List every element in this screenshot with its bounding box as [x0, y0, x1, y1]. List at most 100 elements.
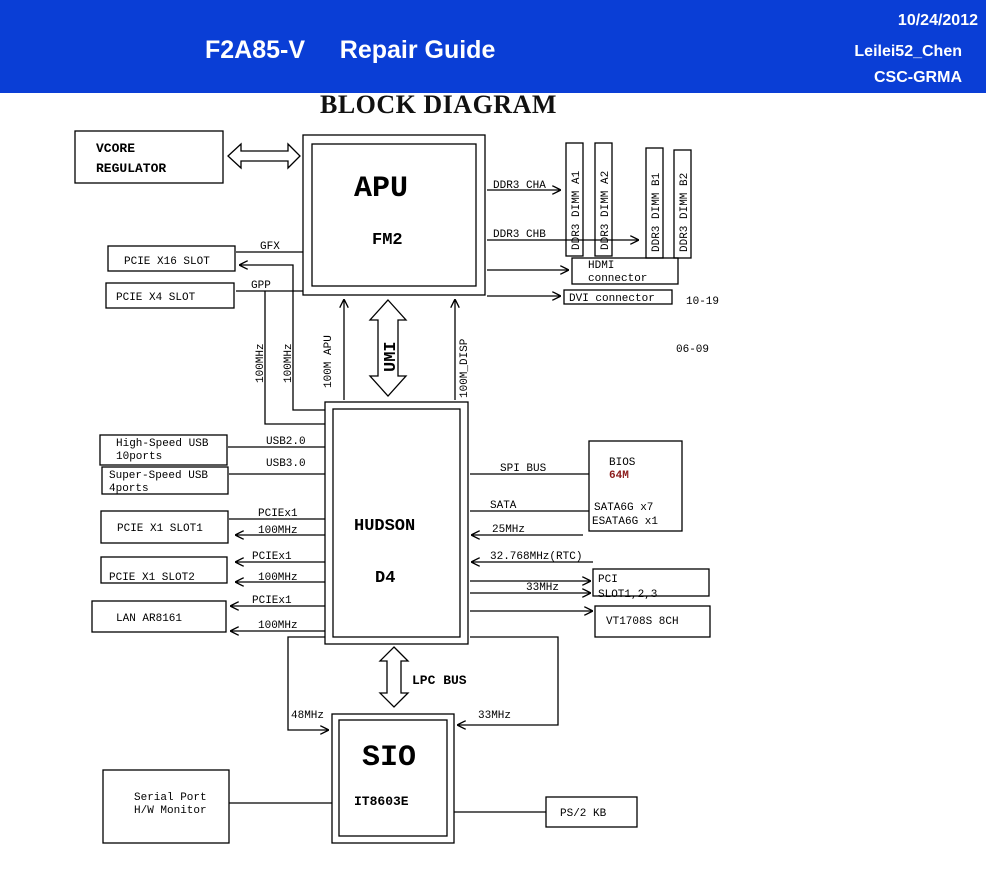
clk-100b-line — [240, 265, 325, 411]
pcie-x16-box — [107, 245, 236, 272]
clk-100a-label: 100MHz — [255, 343, 267, 383]
hs-usb-label-1: High-Speed USB — [116, 438, 209, 450]
serial-label-2: H/W Monitor — [134, 805, 207, 817]
mhz100-c-label: 100MHz — [258, 620, 298, 632]
hs-usb-box — [99, 434, 228, 466]
header-author: Leilei52_Chen — [854, 43, 962, 60]
vcore-regulator-box — [74, 130, 224, 184]
diagram-title: BLOCK DIAGRAM — [320, 90, 557, 119]
dimm-b1 — [645, 147, 664, 259]
sio-sub-label: IT8603E — [354, 794, 409, 809]
lpc-label: LPC BUS — [412, 673, 467, 688]
pcie-x4-box — [105, 282, 235, 309]
serial-box — [102, 769, 230, 844]
mhz100-a-label: 100MHz — [258, 525, 298, 537]
bios-label: BIOS — [609, 457, 636, 469]
pcie-x1-slot2-box — [100, 556, 228, 584]
sio-outer-box — [331, 713, 455, 844]
dimm-b1-label: DDR3 DIMM B1 — [651, 172, 663, 252]
umi-label: UMI — [382, 341, 401, 372]
umi-link — [368, 299, 408, 397]
dimm-a2 — [594, 142, 613, 257]
ss-usb-label-1: Super-Speed USB — [109, 470, 208, 482]
vcore-label-1: VCORE — [96, 141, 135, 156]
pciex1-b-label: PCIEx1 — [252, 551, 292, 563]
mhz48-line — [287, 636, 328, 730]
lan-box — [91, 600, 227, 633]
ddr-chb-label: DDR3 CHB — [493, 229, 546, 241]
pciex1-a-label: PCIEx1 — [258, 508, 298, 520]
dimm-a1-label: DDR3 DIMM A1 — [571, 170, 583, 250]
rtc-label: 32.768MHz(RTC) — [490, 551, 582, 563]
gpp-label: GPP — [251, 280, 271, 292]
sata-ports-label-2: ESATA6G x1 — [592, 516, 658, 528]
hudson-sub-label: D4 — [375, 569, 395, 588]
sata-ports-label-1: SATA6G x7 — [594, 502, 653, 514]
hdmi-box — [571, 257, 679, 285]
clk-100b-label: 100MHz — [283, 343, 295, 383]
sio-label: SIO — [362, 741, 416, 775]
pcie-x1-slot1-box — [100, 510, 229, 544]
dimm-b2-label: DDR3 DIMM B2 — [679, 173, 691, 252]
pci-label-2: SLOT1,2,3 — [598, 589, 657, 601]
note-2: 06-09 — [676, 344, 709, 356]
audio-label: VT1708S 8CH — [606, 616, 679, 628]
dimm-a1 — [565, 142, 584, 257]
header-dept: CSC-GRMA — [874, 69, 962, 86]
mhz100-b-label: 100MHz — [258, 572, 298, 584]
hdmi-label-2: connector — [588, 273, 647, 285]
mhz25-label: 25MHz — [492, 524, 525, 536]
pcie-x1-slot1-label: PCIE X1 SLOT1 — [117, 523, 203, 535]
clk-100a-line — [264, 291, 325, 425]
spi-label: SPI BUS — [500, 463, 547, 475]
apu-outer-box — [302, 134, 486, 296]
pci-box — [592, 568, 710, 597]
pciex1-c-label: PCIEx1 — [252, 595, 292, 607]
hudson-inner-box — [332, 408, 461, 638]
mhz33-sio-label: 33MHz — [478, 710, 511, 722]
guide-title: F2A85-V Repair Guide — [205, 36, 496, 64]
hudson-label: HUDSON — [354, 517, 415, 536]
header-bar: F2A85-V Repair Guide 10/24/2012 Leilei52… — [0, 0, 986, 93]
dvi-label: DVI connector — [569, 293, 655, 305]
hudson-outer-box — [324, 401, 469, 645]
mhz33-sio-line — [458, 636, 559, 725]
dimm-a2-label: DDR3 DIMM A2 — [600, 171, 612, 250]
mhz48-label: 48MHz — [291, 710, 324, 722]
clk-apu-label: 100M APU — [323, 335, 335, 388]
dvi-box — [563, 289, 673, 305]
ddr-cha-label: DDR3 CHA — [493, 180, 546, 192]
gfx-label: GFX — [260, 241, 280, 253]
lpc-link — [378, 646, 410, 708]
sio-inner-box — [338, 719, 448, 837]
clk-disp-label: 100M_DISP — [459, 338, 471, 398]
ss-usb-box — [101, 466, 229, 495]
pci-label-1: PCI — [598, 574, 618, 586]
apu-label: APU — [354, 172, 408, 206]
bios-size-label: 64M — [609, 470, 629, 482]
usb2-label: USB2.0 — [266, 436, 306, 448]
apu-inner-box — [311, 143, 477, 287]
hs-usb-label-2: 10ports — [116, 451, 162, 463]
audio-box — [594, 605, 711, 638]
serial-label-1: Serial Port — [134, 792, 207, 804]
ss-usb-label-2: 4ports — [109, 483, 149, 495]
pcie-x4-label: PCIE X4 SLOT — [116, 292, 196, 304]
lan-label: LAN AR8161 — [116, 613, 182, 625]
usb3-label: USB3.0 — [266, 458, 306, 470]
pcie-x16-label: PCIE X16 SLOT — [124, 256, 210, 268]
bios-box — [588, 440, 683, 532]
pcie-x1-slot2-label: PCIE X1 SLOT2 — [109, 572, 195, 584]
sata-label: SATA — [490, 500, 517, 512]
header-date: 10/24/2012 — [897, 12, 978, 29]
apu-sub-label: FM2 — [372, 231, 403, 250]
note-1: 10-19 — [686, 296, 719, 308]
hdmi-label-1: HDMI — [588, 260, 614, 272]
dimm-b2 — [673, 149, 692, 259]
mhz33-pci-label: 33MHz — [526, 582, 559, 594]
vcore-label-2: REGULATOR — [96, 161, 166, 176]
vcore-apu-link — [227, 142, 301, 170]
ps2-label: PS/2 KB — [560, 808, 607, 820]
